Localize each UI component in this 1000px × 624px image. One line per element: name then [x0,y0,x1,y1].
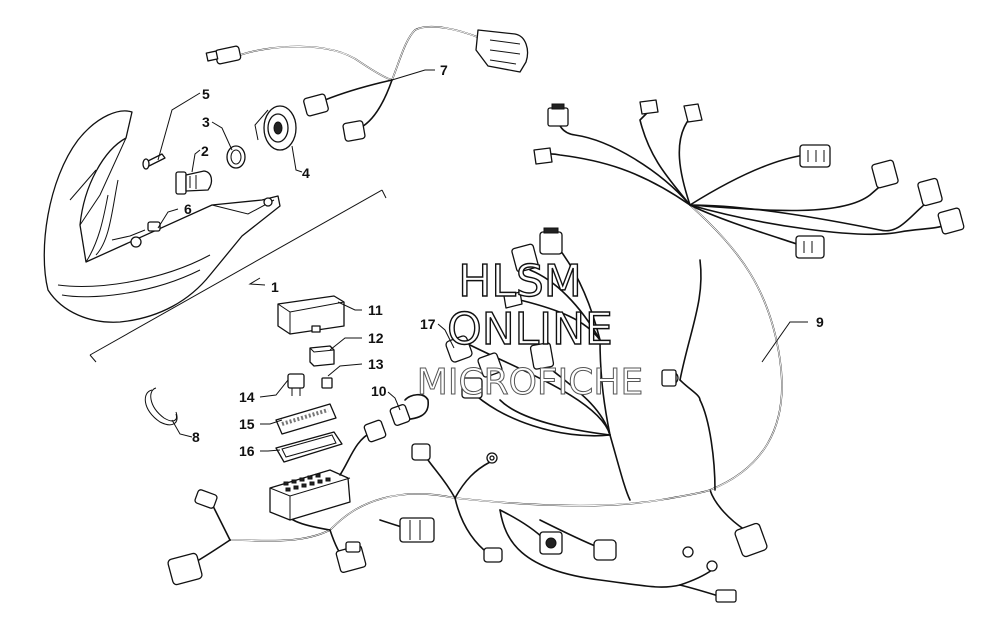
callout-11: 11 [368,302,383,318]
callout-6: 6 [184,201,192,217]
callout-leaders [157,69,808,452]
screw [142,153,166,170]
watermark-line-3: MICROFICHE [417,362,643,403]
callout-16: 16 [239,443,255,459]
callout-13: 13 [368,356,384,372]
watermark-line-2: ONLINE [447,304,613,355]
fuse-box-cover [277,295,345,335]
center-harness [445,227,631,501]
small-fuse [321,377,333,389]
callout-7: 7 [440,62,448,78]
watermark: HLSM ONLINE MICROFICHE [416,255,643,403]
fuse-block-slots [283,473,331,492]
main-harness [533,99,965,558]
callout-8: 8 [192,429,200,445]
callout-labels: 1 2 3 4 5 6 7 8 9 10 11 12 13 14 15 16 1… [184,62,824,459]
callout-10: 10 [371,383,387,399]
callout-3: 3 [202,114,210,130]
callout-17: 17 [420,316,436,332]
headlight-assembly [43,110,387,363]
relay [309,345,335,367]
callout-1: 1 [271,279,279,295]
retaining-ring [144,387,178,426]
headlight-harness [205,25,529,142]
fuse-box-gasket [275,431,343,463]
lower-harness [167,393,737,603]
bulb-retaining-ring [226,145,246,169]
mini-relay [287,373,305,396]
fuse-label [275,403,337,435]
callout-4: 4 [302,165,310,181]
callout-5: 5 [202,86,210,102]
clip [147,221,161,232]
watermark-line-1: HLSM [458,256,582,307]
callout-14: 14 [239,389,255,405]
rubber-boot [254,105,297,151]
callout-2: 2 [201,143,209,159]
callout-9: 9 [816,314,824,330]
callout-15: 15 [239,416,255,432]
headlight-bulb [175,170,213,195]
callout-12: 12 [368,330,384,346]
